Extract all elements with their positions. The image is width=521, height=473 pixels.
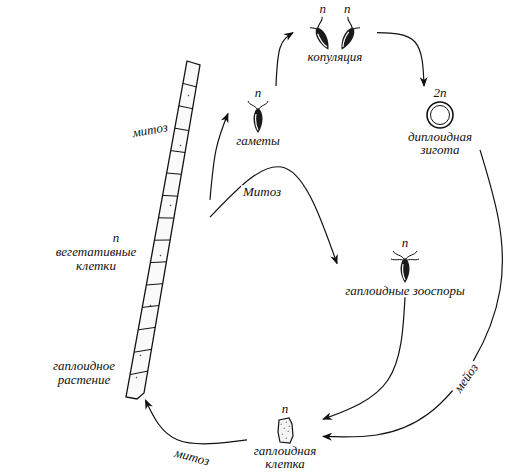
cycle-arrow (323, 297, 405, 419)
caption-label: диплоидная зигота (402, 130, 478, 157)
caption-label: гаплоидное растение (42, 359, 126, 386)
ploidy-label: n (402, 236, 409, 250)
gamete-group: n гаметы (228, 86, 288, 147)
caption-label: гаметы (228, 134, 288, 148)
zygote-figure (425, 100, 455, 130)
zygote-group: 2n диплоидная зигота (400, 86, 480, 157)
ploidy-row: nn (320, 2, 351, 16)
ploidy-label: n (106, 231, 126, 245)
caption-label: вегетативные клетки (54, 245, 138, 272)
ploidy-row: n (255, 86, 262, 100)
ploidy-row: 2n (434, 86, 447, 100)
cycle-arrow (210, 167, 337, 264)
ploidy-label: 2n (434, 86, 447, 100)
ploidy-row: n (402, 236, 409, 250)
gamete-figure (246, 100, 270, 134)
process-label: митоз (171, 445, 213, 468)
copulation-group: nnкопуляция (293, 2, 377, 63)
caption-label: копуляция (293, 50, 377, 64)
ploidy-label: n (255, 86, 262, 100)
ploidy-label: n (320, 2, 327, 16)
caption-label: гаплоидные зооспоры (337, 284, 473, 298)
pair-figure (310, 16, 360, 50)
zoo-figure (390, 250, 420, 284)
cycle-arrow (145, 400, 247, 444)
cell-figure (274, 416, 296, 444)
cycle-arrow (377, 33, 424, 86)
ploidy-label: n (282, 402, 289, 416)
cycle-arrow (210, 114, 228, 200)
haploid-filament: nвегетативные клетки гаплоидное растение (40, 55, 210, 400)
process-label: мейоз (450, 359, 482, 396)
zoospore-group: n гаплоидные зооспоры (337, 236, 473, 297)
haploid-cell-group: n гаплоидная клетка (247, 402, 323, 471)
process-label: митоз (129, 120, 170, 140)
filament-figure (40, 55, 210, 400)
process-label: Митоз (241, 185, 283, 199)
ploidy-label: n (344, 2, 351, 16)
caption-label: гаплоидная клетка (247, 444, 323, 471)
ploidy-row: n (282, 402, 289, 416)
cycle-arrow (276, 33, 293, 86)
cycle-arrow (323, 150, 502, 437)
